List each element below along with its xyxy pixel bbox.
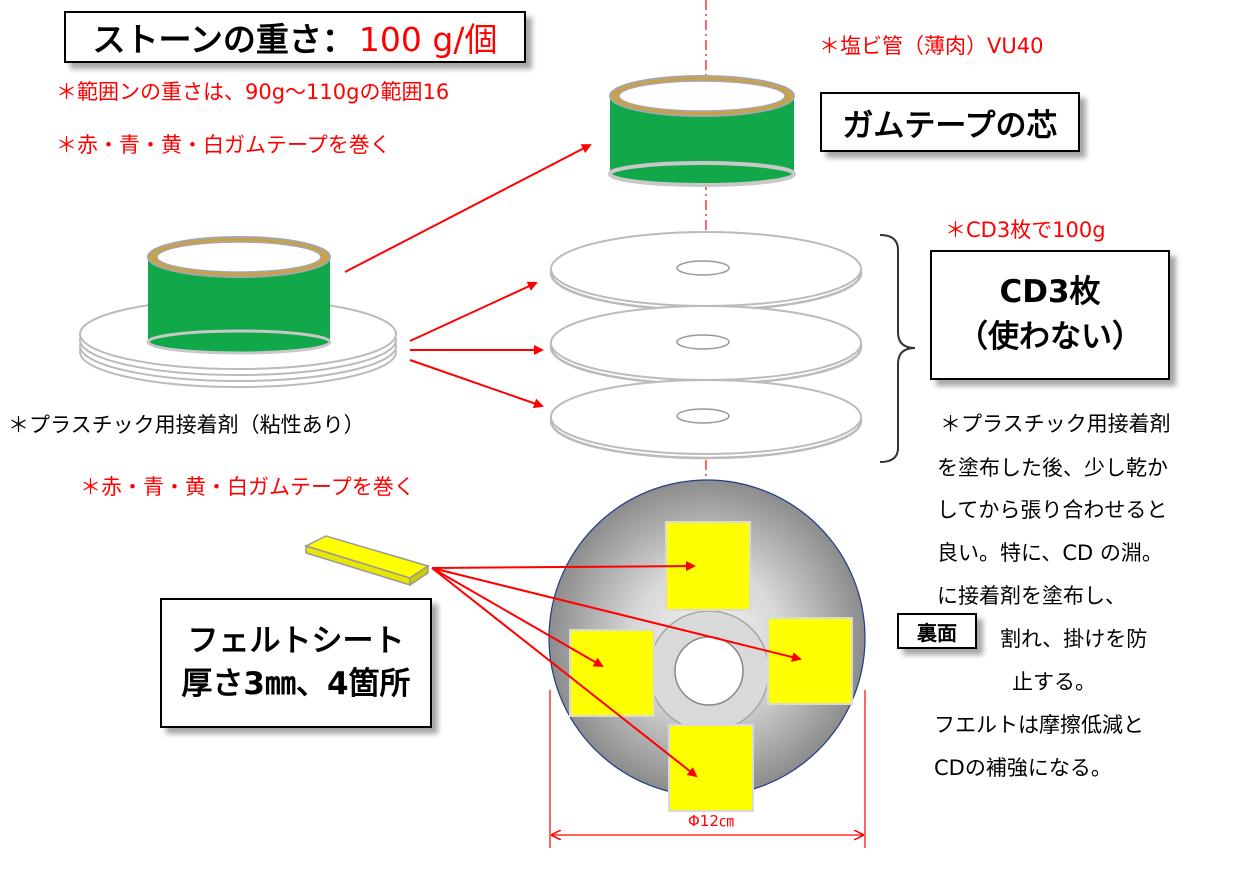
felt-title: フェルトシート	[187, 622, 405, 659]
cd-title: CD3枚	[999, 274, 1101, 311]
diameter-label: Φ12㎝	[688, 812, 734, 830]
diameter-dimension	[549, 690, 866, 848]
stone-weight-title: ストーンの重さ： 100 g/個	[64, 11, 526, 63]
instruction-line: フエルトは摩擦低減と	[934, 713, 1144, 737]
gum-tape-core-shape	[608, 75, 796, 187]
cd-label-box: CD3枚 （使わない）	[930, 250, 1170, 380]
instruction-line: CDの補強になる。	[934, 756, 1112, 780]
assembled-stone-shape	[79, 236, 397, 388]
arrow-to-cd1	[409, 281, 538, 342]
arrow-felt-right	[431, 567, 802, 662]
arrow-felt-bottom	[431, 567, 698, 778]
arrow-felt-top	[431, 561, 696, 572]
felt-pad-right	[767, 617, 853, 705]
gum-tape-core-label: ガムテープの芯	[820, 92, 1080, 152]
adhesive-note: ＊プラスチック用接着剤（粘性あり）	[8, 413, 365, 437]
weight-range-note: ＊範囲ンの重さは、90g～110gの範囲16	[56, 80, 450, 104]
tape-wrap-note-mid: ＊赤・青・黄・白ガムテープを巻く	[80, 475, 415, 499]
cd-disc-1	[549, 231, 863, 312]
felt-thickness: 厚さ3㎜、4箇所	[181, 666, 411, 702]
instruction-line: ＊プラスチック用接着剤	[940, 412, 1171, 436]
arrow-felt-left	[431, 567, 604, 667]
cd-disc-2	[549, 305, 863, 386]
instruction-line: 止する。	[1012, 670, 1096, 694]
arrow-to-cd3	[409, 359, 544, 409]
tape-wrap-note-top: ＊赤・青・黄・白ガムテープを巻く	[56, 133, 391, 157]
instruction-line: してから張り合わせると	[937, 498, 1168, 522]
arrows	[344, 144, 802, 778]
instruction-line: に接着剤を塗布し、	[937, 584, 1126, 608]
gum-core-text: ガムテープの芯	[842, 107, 1058, 144]
back-side-text: 裏面	[917, 620, 957, 645]
felt-pad-bottom	[668, 724, 754, 812]
instruction-line: を塗布した後、少し乾か	[937, 456, 1168, 480]
cd-back-view	[548, 479, 866, 812]
cd-brace	[879, 234, 916, 463]
cd-subtitle: （使わない）	[957, 319, 1143, 355]
title-label: ストーンの重さ：	[92, 20, 355, 59]
pipe-note: ＊塩ビ管（薄肉）VU40	[819, 34, 1044, 58]
felt-sheet-shape	[303, 535, 430, 587]
instruction-line: 良い。特に、CD の淵。	[937, 541, 1163, 565]
cd-disc-3	[549, 379, 863, 460]
felt-pad-left	[569, 629, 655, 717]
instruction-line: 割れ、掛けを防	[1000, 627, 1148, 651]
back-side-label: 裏面	[897, 613, 977, 649]
title-value: 100 g/個	[358, 20, 498, 59]
cd-weight-note: ＊CD3枚で100g	[945, 218, 1106, 242]
felt-sheet-label-box: フェルトシート 厚さ3㎜、4箇所	[160, 598, 432, 728]
arrow-to-core	[344, 144, 592, 273]
